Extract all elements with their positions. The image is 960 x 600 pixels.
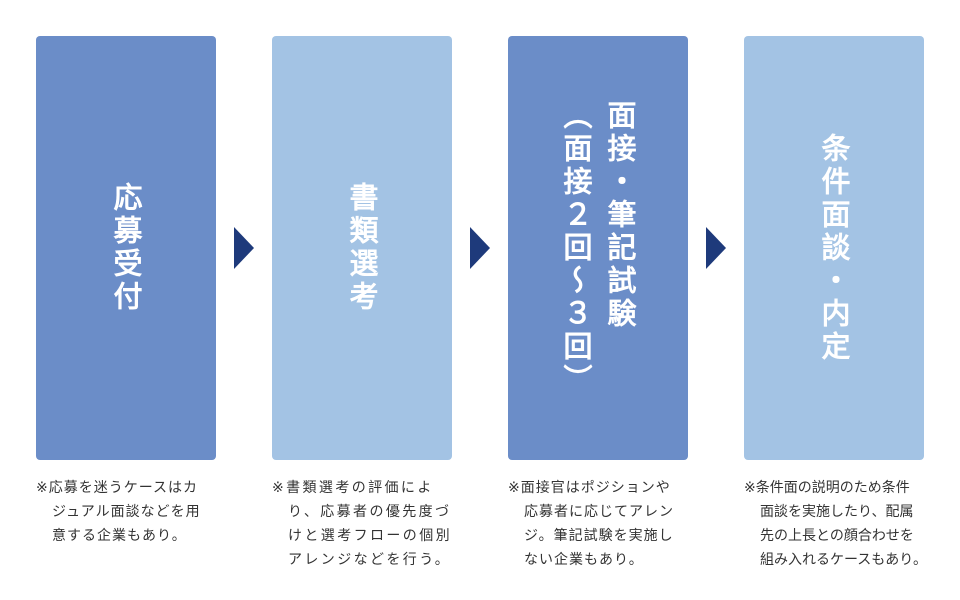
note-offer: ※条件面の説明のため条件 面談を実施したり、配属 先の上長との顔合わせを 組み入… <box>744 476 927 572</box>
note-line: 面談を実施したり、配属 <box>760 504 914 520</box>
note-line: ない企業もあり。 <box>524 552 644 568</box>
note-line: ※面接官はポジションや <box>508 480 671 496</box>
step-label: 書類選考 <box>345 182 379 314</box>
step-label: 応募受付 <box>109 182 143 314</box>
arrow-right-icon <box>470 227 490 269</box>
note-interview-exam: ※面接官はポジションや 応募者に応じてアレン ジ。筆記試験を実施し ない企業もあ… <box>508 476 674 572</box>
note-line: 組み入れるケースもあり。 <box>760 552 928 568</box>
note-line: り、応募者の優先度づ <box>288 504 452 520</box>
note-line: ジュアル面談などを用 <box>52 504 201 520</box>
arrow-right-icon <box>234 227 254 269</box>
step-offer: 条件面談・内定 <box>744 36 924 460</box>
note-application: ※応募を迷うケースはカ ジュアル面談などを用 意する企業もあり。 <box>36 476 201 548</box>
note-line: 意する企業もあり。 <box>52 528 187 544</box>
note-line: ※書類選考の評価によ <box>272 480 434 496</box>
note-line: 先の上長との顔合わせを <box>760 528 914 544</box>
note-line: アレンジなどを行う。 <box>288 552 452 568</box>
note-line: ※応募を迷うケースはカ <box>36 480 199 496</box>
note-line: けと選考フローの個別 <box>288 528 452 544</box>
note-line: ジ。筆記試験を実施し <box>524 528 674 544</box>
note-document-screening: ※書類選考の評価によ り、応募者の優先度づ けと選考フローの個別 アレンジなどを… <box>272 476 452 572</box>
note-line: 応募者に応じてアレン <box>524 504 674 520</box>
step-application: 応募受付 <box>36 36 216 460</box>
step-label: 面接・筆記試験 （面接２回～３回） <box>559 99 637 397</box>
arrow-right-icon <box>706 227 726 269</box>
step-document-screening: 書類選考 <box>272 36 452 460</box>
step-interview-exam: 面接・筆記試験 （面接２回～３回） <box>508 36 688 460</box>
step-label: 条件面談・内定 <box>817 132 851 364</box>
note-line: ※条件面の説明のため条件 <box>744 480 910 496</box>
